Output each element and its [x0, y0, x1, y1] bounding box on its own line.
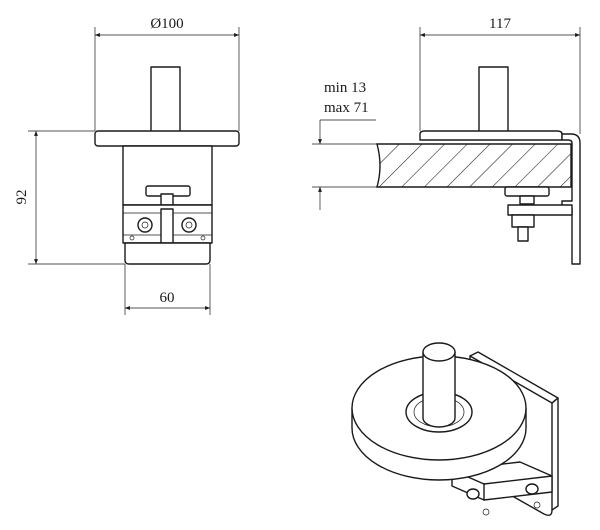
dim-clamp-max: max 71 — [324, 100, 369, 116]
iso-post — [422, 351, 456, 428]
side-post — [478, 66, 509, 133]
front-base — [124, 242, 211, 265]
side-screw — [517, 226, 529, 242]
dim-top-diameter: Ø100 — [150, 16, 183, 32]
front-bolt-right — [181, 217, 197, 233]
front-flange — [94, 130, 240, 147]
front-bolt-left — [137, 217, 153, 233]
side-knob — [504, 186, 550, 197]
side-view: 117 min 13 max 71 — [312, 16, 581, 265]
front-post — [150, 66, 181, 133]
dim-height: 92 — [14, 190, 30, 205]
side-flange — [419, 130, 563, 141]
side-clamp-plate — [507, 204, 573, 216]
isometric-view — [351, 342, 559, 517]
front-view: Ø100 92 60 — [14, 16, 240, 315]
dim-side-width: 117 — [489, 16, 511, 32]
dim-base-width: 60 — [160, 290, 175, 306]
table-section — [376, 143, 572, 188]
dim-clamp-min: min 13 — [324, 80, 366, 96]
